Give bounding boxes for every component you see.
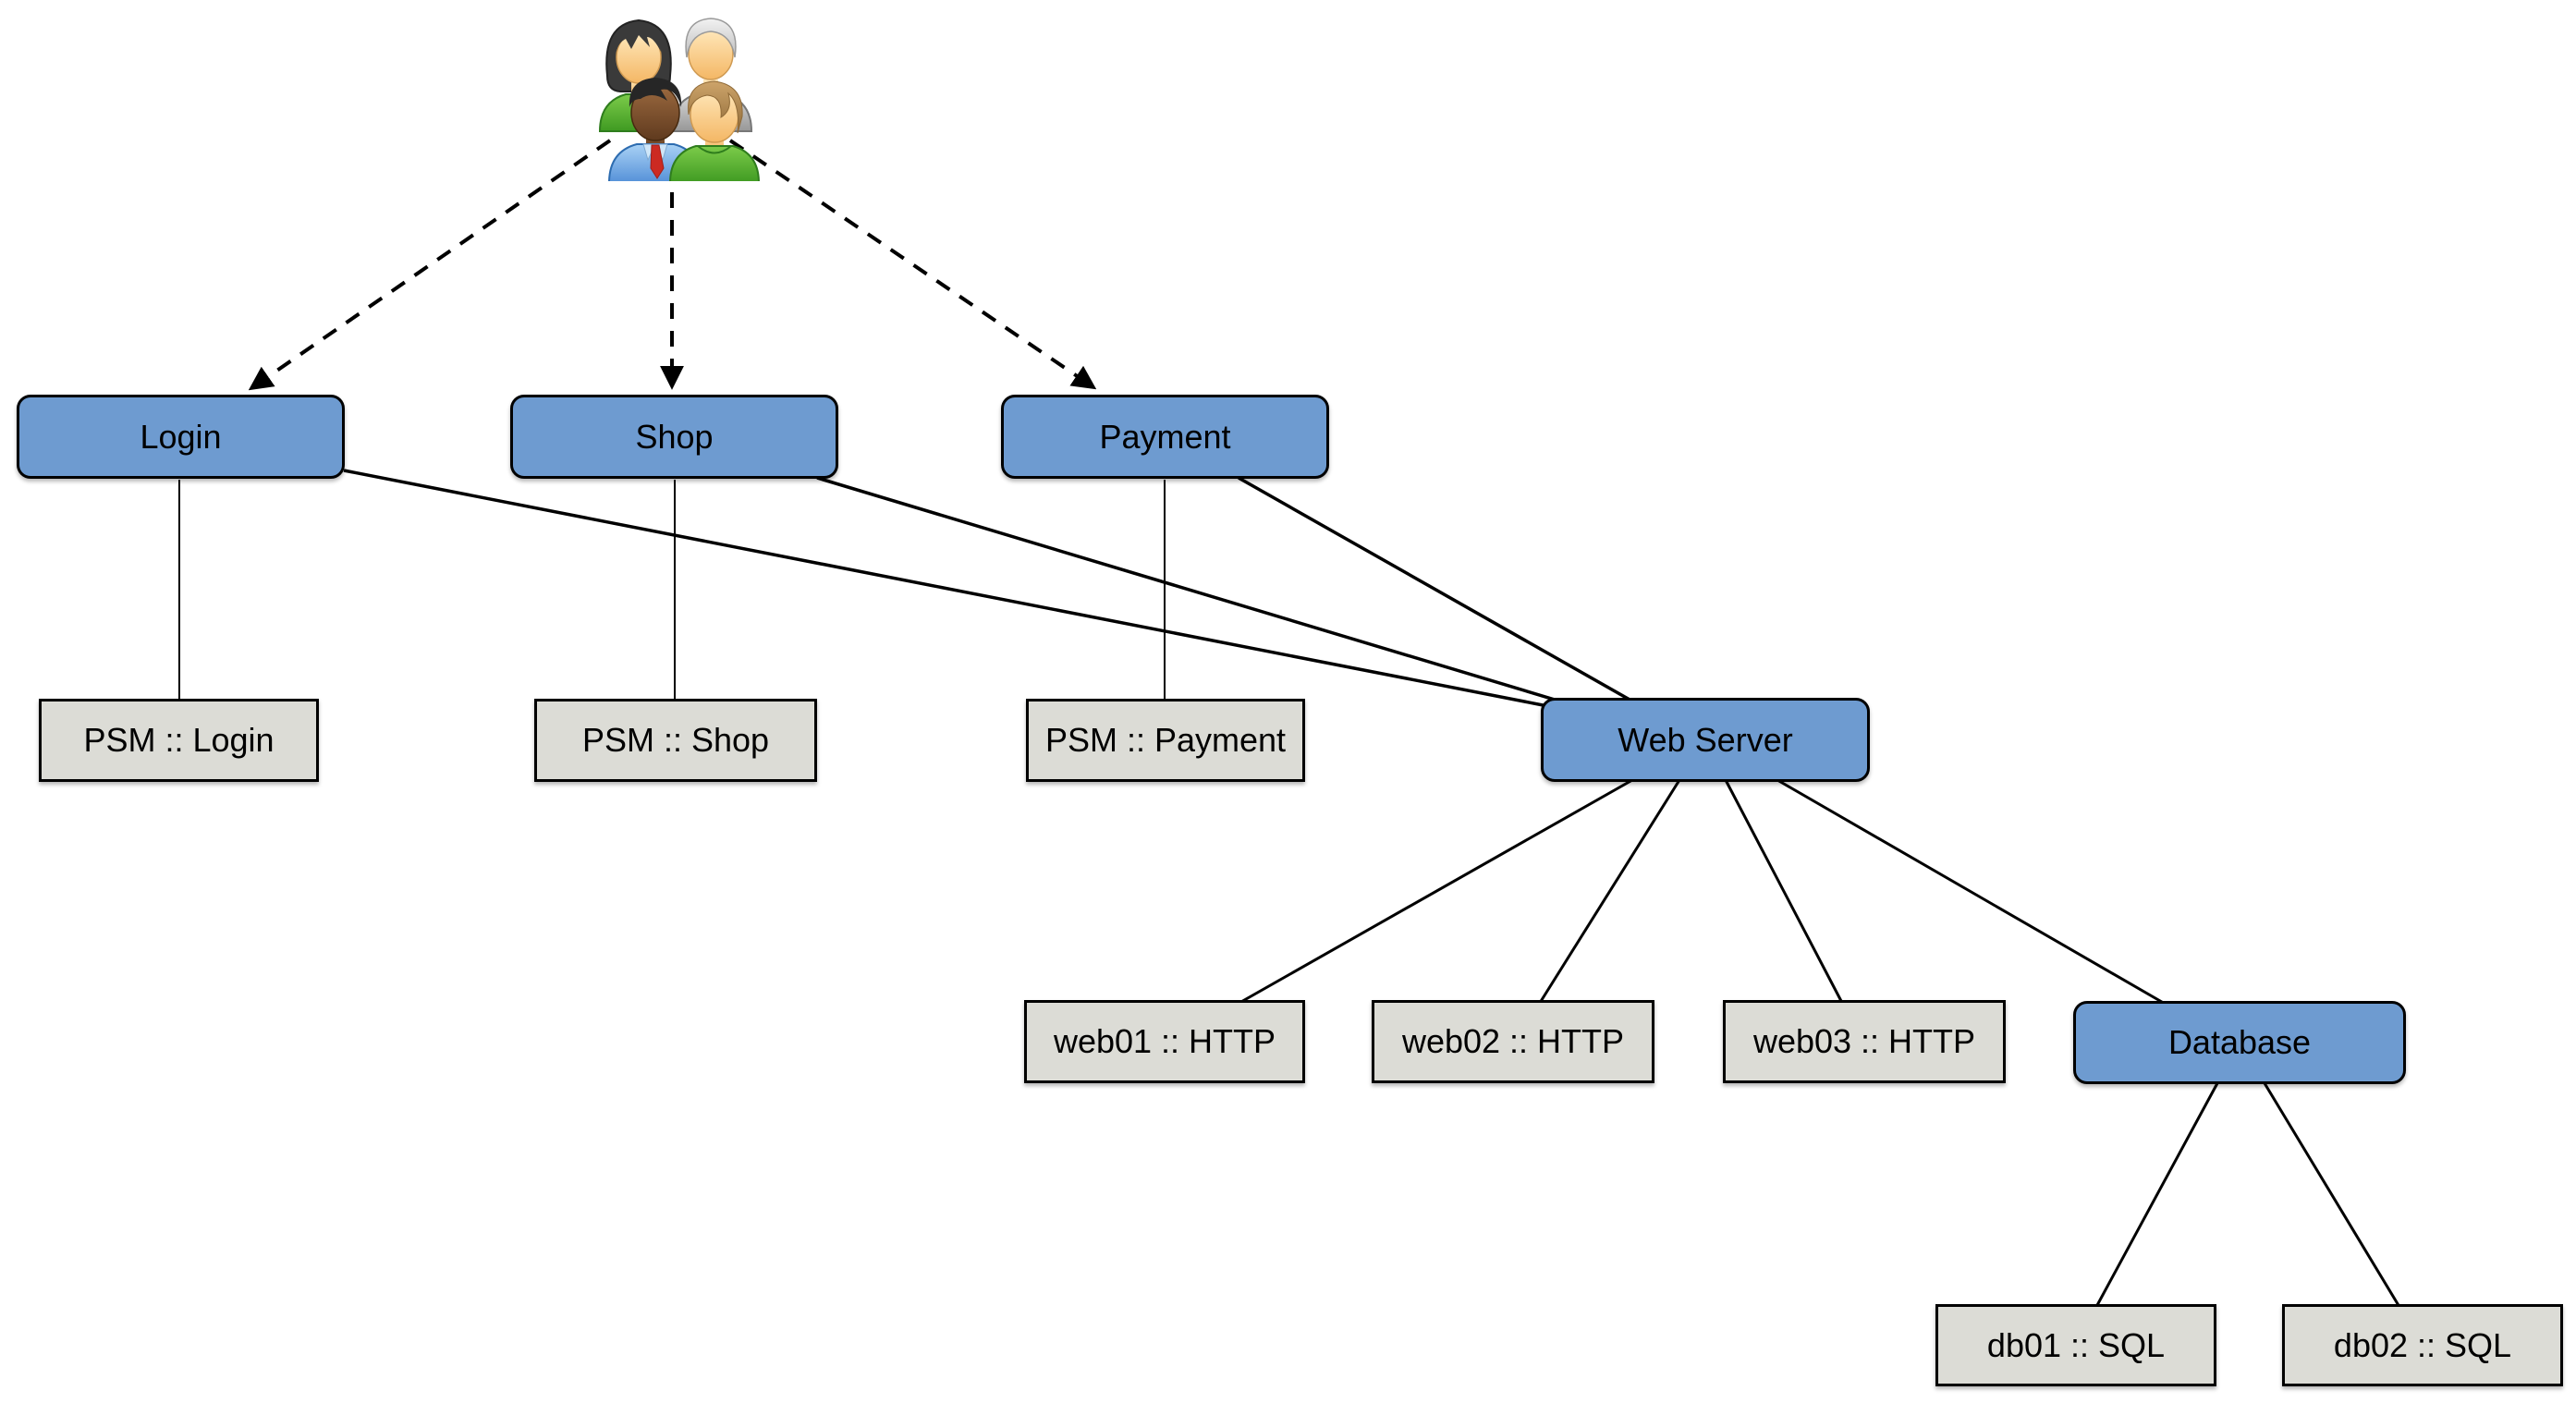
node-web03[interactable]: web03 :: HTTP [1723, 1000, 2006, 1083]
edge-payment-web-server [1238, 476, 1639, 706]
node-psm-login[interactable]: PSM :: Login [39, 699, 319, 782]
node-psm-payment[interactable]: PSM :: Payment [1026, 699, 1305, 782]
edge-users-login [248, 139, 612, 391]
node-shop-label: Shop [635, 417, 714, 456]
edge-shop-web-server [816, 476, 1574, 707]
node-psm-payment-label: PSM :: Payment [1044, 721, 1287, 759]
node-psm-shop-label: PSM :: Shop [581, 721, 770, 759]
node-web03-label: web03 :: HTTP [1752, 1022, 1976, 1060]
edge-database-db01 [2094, 1082, 2219, 1308]
edge-web-server-web03 [1724, 779, 1844, 1004]
node-db01[interactable]: db01 :: SQL [1935, 1304, 2216, 1386]
node-psm-login-label: PSM :: Login [83, 721, 275, 759]
node-db02[interactable]: db02 :: SQL [2282, 1304, 2563, 1386]
user-person-green [669, 80, 760, 181]
edge-web-server-database [1776, 778, 2167, 1006]
node-db01-label: db01 :: SQL [1986, 1325, 2166, 1364]
node-payment[interactable]: Payment [1001, 395, 1329, 479]
node-database[interactable]: Database [2073, 1001, 2406, 1084]
node-web01-label: web01 :: HTTP [1053, 1022, 1276, 1060]
node-database-label: Database [2167, 1023, 2312, 1061]
edge-login-web-server [343, 469, 1568, 712]
node-payment-label: Payment [1099, 417, 1231, 456]
edge-users-payment [728, 139, 1097, 390]
edge-web-server-web01 [1239, 778, 1633, 1005]
node-web-server-label: Web Server [1618, 720, 1793, 759]
node-login[interactable]: Login [17, 395, 345, 479]
edge-database-db02 [2263, 1082, 2401, 1308]
node-web-server[interactable]: Web Server [1541, 698, 1870, 782]
edge-web-server-web02 [1538, 779, 1681, 1004]
node-web02[interactable]: web02 :: HTTP [1372, 1000, 1654, 1083]
users-group-icon[interactable] [575, 6, 762, 181]
node-shop[interactable]: Shop [510, 395, 838, 479]
node-psm-shop[interactable]: PSM :: Shop [534, 699, 817, 782]
node-db02-label: db02 :: SQL [2333, 1325, 2512, 1364]
node-login-label: Login [140, 417, 222, 456]
node-web02-label: web02 :: HTTP [1401, 1022, 1625, 1060]
node-web01[interactable]: web01 :: HTTP [1024, 1000, 1305, 1083]
